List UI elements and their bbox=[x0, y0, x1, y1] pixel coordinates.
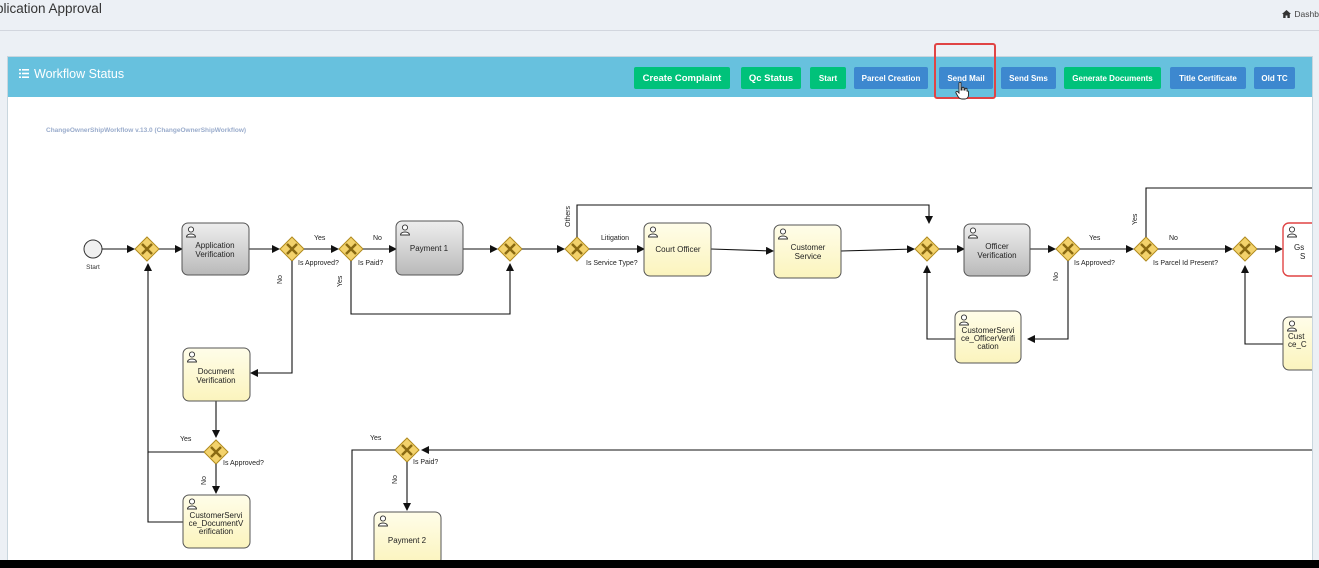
workflow-name: ChangeOwnerShipWorkflow v.13.0 (ChangeOw… bbox=[46, 127, 246, 134]
gateway-is-service-type[interactable] bbox=[563, 235, 591, 263]
edge-label: Is Approved? bbox=[223, 460, 264, 467]
list-icon bbox=[19, 67, 29, 81]
task-label: S bbox=[1300, 252, 1305, 261]
task-label: Gs bbox=[1294, 243, 1304, 252]
edge-label: Is Paid? bbox=[413, 459, 438, 466]
task-customer-service[interactable]: Customer Service bbox=[773, 224, 842, 279]
task-label: ce_OfficerVerifi bbox=[961, 334, 1015, 343]
task-gs-partial[interactable]: Gs S bbox=[1282, 222, 1312, 277]
task-label: ce_DocumentV bbox=[189, 519, 244, 528]
old-tc-button[interactable]: Old TC bbox=[1254, 67, 1295, 89]
start-event[interactable] bbox=[83, 239, 103, 259]
edge-label: Yes bbox=[314, 235, 326, 242]
task-label: Application bbox=[195, 241, 234, 250]
task-label: Customer bbox=[791, 243, 826, 252]
task-label: ce_C bbox=[1288, 340, 1307, 349]
task-label: Officer bbox=[985, 242, 1009, 251]
task-document-verification[interactable]: Document Verification bbox=[182, 347, 251, 402]
task-officer-verification[interactable]: Officer Verification bbox=[963, 223, 1031, 277]
workflow-status-panel: Workflow Status bbox=[7, 56, 1313, 560]
task-payment-2[interactable]: Payment 2 bbox=[373, 511, 442, 560]
edge-label: Yes bbox=[370, 435, 382, 442]
edge-label: Yes bbox=[1132, 213, 1139, 225]
send-sms-button[interactable]: Send Sms bbox=[1001, 67, 1056, 89]
send-mail-button[interactable]: Send Mail bbox=[939, 67, 993, 89]
task-customerservice-officerverification[interactable]: CustomerServi ce_OfficerVerifi cation bbox=[954, 310, 1022, 364]
task-label: Verification bbox=[195, 250, 234, 259]
edge-label: Is Parcel Id Present? bbox=[1153, 260, 1218, 267]
panel-title-text: Workflow Status bbox=[34, 67, 125, 81]
task-label: Verification bbox=[977, 251, 1016, 260]
edge-label: Yes bbox=[1089, 235, 1101, 242]
task-customerservice-documentverification[interactable]: CustomerServi ce_DocumentV erification bbox=[182, 494, 251, 549]
gateway-merge-2[interactable] bbox=[913, 235, 941, 263]
start-button[interactable]: Start bbox=[810, 67, 846, 89]
gateway-is-parcel-id-present[interactable] bbox=[1132, 235, 1160, 263]
edge-label: Yes bbox=[180, 436, 192, 443]
task-label: Verification bbox=[196, 376, 235, 385]
edge-label: No bbox=[373, 235, 382, 242]
task-label: Cust bbox=[1288, 332, 1305, 341]
task-label: Document bbox=[198, 367, 235, 376]
edge-label: Is Paid? bbox=[358, 260, 383, 267]
panel-title: Workflow Status bbox=[19, 67, 124, 81]
page-title: plication Approval bbox=[0, 1, 102, 16]
generate-documents-button[interactable]: Generate Documents bbox=[1064, 67, 1161, 89]
task-label: Payment 2 bbox=[388, 536, 427, 545]
top-bar: plication Approval Dashb bbox=[0, 0, 1319, 31]
edge-label: Litigation bbox=[601, 235, 629, 242]
edge-label: No bbox=[277, 275, 284, 284]
edge-label: Is Service Type? bbox=[586, 260, 638, 267]
task-label: Payment 1 bbox=[410, 244, 449, 253]
parcel-creation-button[interactable]: Parcel Creation bbox=[854, 67, 928, 89]
start-event-label: Start bbox=[86, 264, 100, 271]
task-court-officer[interactable]: Court Officer bbox=[643, 222, 712, 277]
task-label: Court Officer bbox=[655, 245, 701, 254]
create-complaint-button[interactable]: Create Complaint bbox=[634, 67, 730, 89]
task-label: cation bbox=[977, 342, 998, 351]
title-certificate-button[interactable]: Title Certificate bbox=[1170, 67, 1246, 89]
gateway-is-approved-2[interactable] bbox=[1054, 235, 1082, 263]
home-icon bbox=[1282, 10, 1292, 18]
edge-label: No bbox=[201, 476, 208, 485]
edge-label: Is Approved? bbox=[1074, 260, 1115, 267]
task-label: CustomerServi bbox=[190, 511, 243, 520]
bottom-strip bbox=[0, 560, 1319, 568]
hand-cursor-icon bbox=[955, 82, 969, 100]
edge-label: No bbox=[1169, 235, 1178, 242]
edge-label: No bbox=[392, 475, 399, 484]
task-payment-1[interactable]: Payment 1 bbox=[395, 220, 464, 276]
edge-label: No bbox=[1053, 272, 1060, 281]
task-application-verification[interactable]: Application Verification bbox=[181, 222, 250, 276]
gateway-is-paid-1[interactable] bbox=[337, 235, 365, 263]
task-label: CustomerServi bbox=[962, 326, 1015, 335]
gateway-1[interactable] bbox=[133, 235, 161, 263]
task-cust-partial[interactable]: Cust ce_C bbox=[1282, 316, 1312, 371]
breadcrumb-dashboard-link[interactable]: Dashb bbox=[1294, 9, 1319, 19]
workflow-diagram: ChangeOwnerShipWorkflow v.13.0 (ChangeOw… bbox=[46, 127, 1312, 560]
gateway-merge-1[interactable] bbox=[496, 235, 524, 263]
qc-status-button[interactable]: Qc Status bbox=[741, 67, 801, 89]
task-label: erification bbox=[199, 527, 233, 536]
task-label: Service bbox=[795, 252, 822, 261]
gateway-is-approved-1[interactable] bbox=[278, 235, 306, 263]
breadcrumb[interactable]: Dashb bbox=[1282, 9, 1319, 19]
edge-label: Others bbox=[565, 205, 572, 227]
gateway-merge-3[interactable] bbox=[1231, 235, 1259, 263]
edge-label: Is Approved? bbox=[298, 260, 339, 267]
edge-label: Yes bbox=[337, 275, 344, 287]
